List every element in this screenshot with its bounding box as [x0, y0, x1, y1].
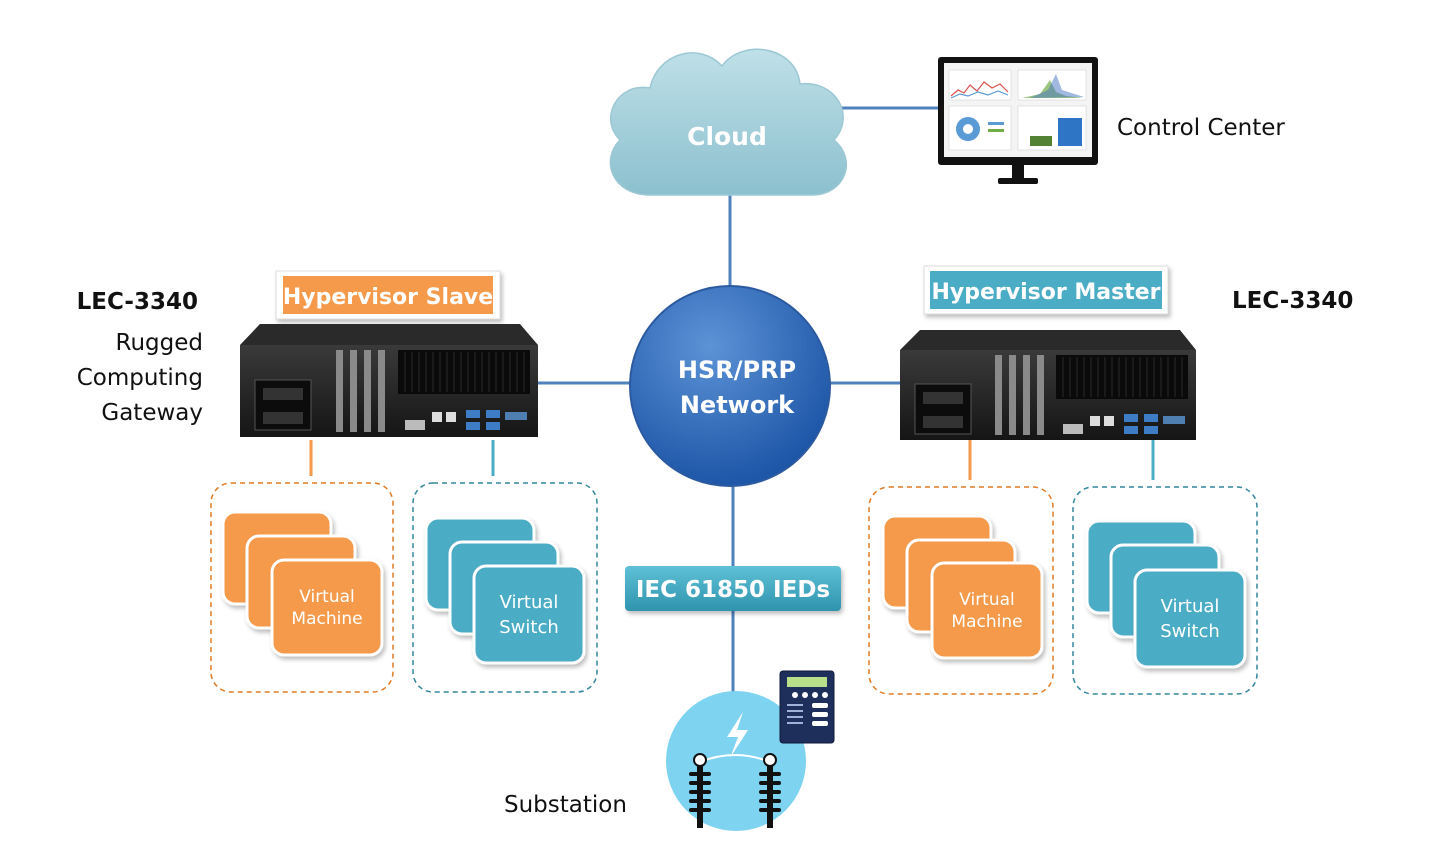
lightning-icon — [727, 712, 748, 758]
left-gateway-server-icon — [240, 324, 538, 437]
cloud-icon — [609, 48, 848, 196]
left-hypervisor-role-label: Hypervisor Slave — [283, 285, 493, 310]
control-center-label: Control Center — [1117, 115, 1285, 141]
right-vs-label-line1: Virtual — [1161, 596, 1220, 617]
left-hypervisor-slave-tag: Hypervisor Slave — [275, 270, 501, 320]
right-vm-label-line2: Machine — [951, 612, 1022, 632]
left-gateway-desc-line2: Computing — [77, 365, 203, 391]
left-vs-label-line1: Virtual — [500, 592, 559, 613]
left-gateway-desc-line3: Gateway — [101, 400, 203, 426]
ieds-tag: IEC 61850 IEDs — [625, 566, 841, 611]
ied-device-icon — [779, 670, 835, 744]
network-label-line1: HSR/PRP — [678, 356, 796, 384]
right-virtual-machine-group: Virtual Machine — [868, 486, 1054, 695]
left-gateway-model: LEC-3340 — [77, 289, 198, 315]
right-virtual-switch-group: Virtual Switch — [1072, 486, 1258, 695]
right-gateway-model: LEC-3340 — [1232, 288, 1353, 314]
right-vm-label-line1: Virtual — [959, 590, 1015, 610]
ieds-label: IEC 61850 IEDs — [636, 577, 830, 603]
left-vm-label-line2: Machine — [291, 609, 362, 629]
right-hypervisor-master-tag: Hypervisor Master — [923, 265, 1169, 315]
right-gateway-server-icon — [900, 330, 1196, 440]
cloud-node: Cloud — [609, 48, 848, 196]
right-hypervisor-role-label: Hypervisor Master — [932, 280, 1161, 305]
connection-lines — [535, 106, 945, 700]
substation-label: Substation — [504, 792, 627, 818]
left-virtual-switch-group: Virtual Switch — [412, 482, 598, 693]
left-gateway-desc-line1: Rugged — [116, 330, 203, 356]
control-center-monitor — [938, 57, 1098, 184]
substation-node — [666, 691, 806, 831]
network-hub: HSR/PRP Network — [629, 285, 831, 487]
network-label-line2: Network — [680, 391, 795, 419]
right-vs-label-line2: Switch — [1160, 621, 1220, 642]
cloud-label: Cloud — [687, 122, 767, 151]
left-vs-label-line2: Switch — [499, 617, 559, 638]
left-virtual-machine-group: Virtual Machine — [210, 482, 394, 693]
left-vm-label-line1: Virtual — [299, 587, 355, 607]
